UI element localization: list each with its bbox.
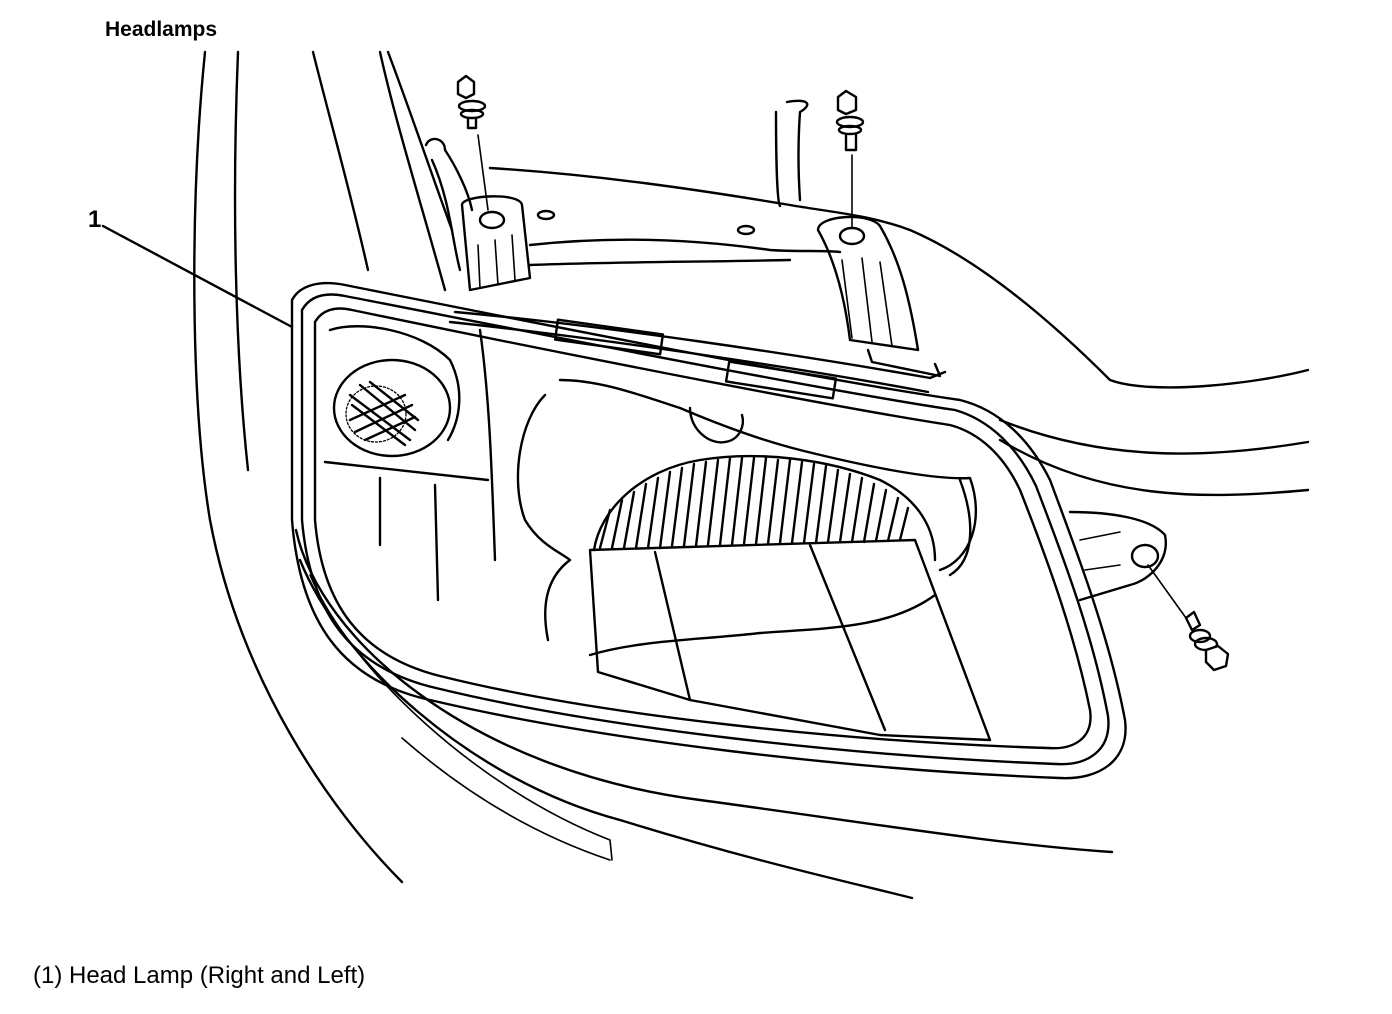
diagram-title: Headlamps [105,18,218,41]
bumper-lines [294,528,1114,900]
right-mount-bracket [816,215,920,352]
radiator-support [488,99,1310,497]
headlamp-icon [290,281,1127,780]
bolt-icon [456,74,489,211]
bolt-icon [1147,564,1230,672]
left-mount-bracket [424,137,532,292]
bolt-icon [835,89,865,229]
reflector-hatch [598,456,910,550]
callout-number-1: 1 [88,206,102,233]
side-mount-bracket [1068,510,1167,602]
callout-leader-line [101,224,294,329]
legend-item-1: (1) Head Lamp (Right and Left) [33,962,366,989]
fender-panel [193,50,454,884]
